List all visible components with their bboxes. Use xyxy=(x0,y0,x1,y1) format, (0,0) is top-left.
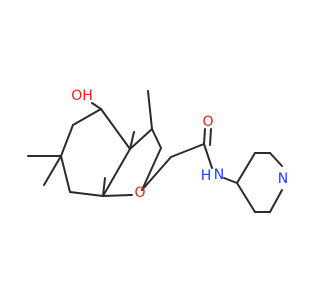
ring-oxygen-label: O xyxy=(134,185,145,201)
bond xyxy=(100,108,131,150)
bond xyxy=(170,143,205,158)
bond xyxy=(60,155,71,193)
bond xyxy=(151,128,162,149)
bond xyxy=(141,147,162,191)
carbonyl-oxygen-label: O xyxy=(202,114,213,130)
bond xyxy=(43,155,62,186)
bond xyxy=(203,128,206,145)
bond xyxy=(102,194,133,197)
hydroxyl-label: OH xyxy=(71,88,93,104)
bond xyxy=(129,131,135,150)
bond xyxy=(209,128,212,146)
bond xyxy=(269,189,283,213)
amide-nitrogen-label: N xyxy=(214,167,224,183)
pyridine-nitrogen-label: N xyxy=(278,171,288,187)
bond xyxy=(141,156,172,191)
bond xyxy=(69,191,104,197)
bond xyxy=(102,148,131,197)
bond xyxy=(72,108,102,126)
bond xyxy=(236,152,256,184)
atom-labels: OH O O N H N xyxy=(71,88,288,201)
bond xyxy=(91,102,102,110)
bond xyxy=(60,124,74,157)
canvas-background xyxy=(0,0,300,300)
bond xyxy=(102,177,106,197)
bond xyxy=(147,90,153,130)
bond xyxy=(223,177,238,184)
bond xyxy=(236,182,256,213)
bonds xyxy=(27,90,283,213)
amide-hydrogen-label: H xyxy=(201,168,212,184)
bond xyxy=(203,143,213,169)
bond xyxy=(269,152,283,167)
bond xyxy=(129,128,153,150)
chemical-structure: OH O O N H N xyxy=(0,0,300,300)
